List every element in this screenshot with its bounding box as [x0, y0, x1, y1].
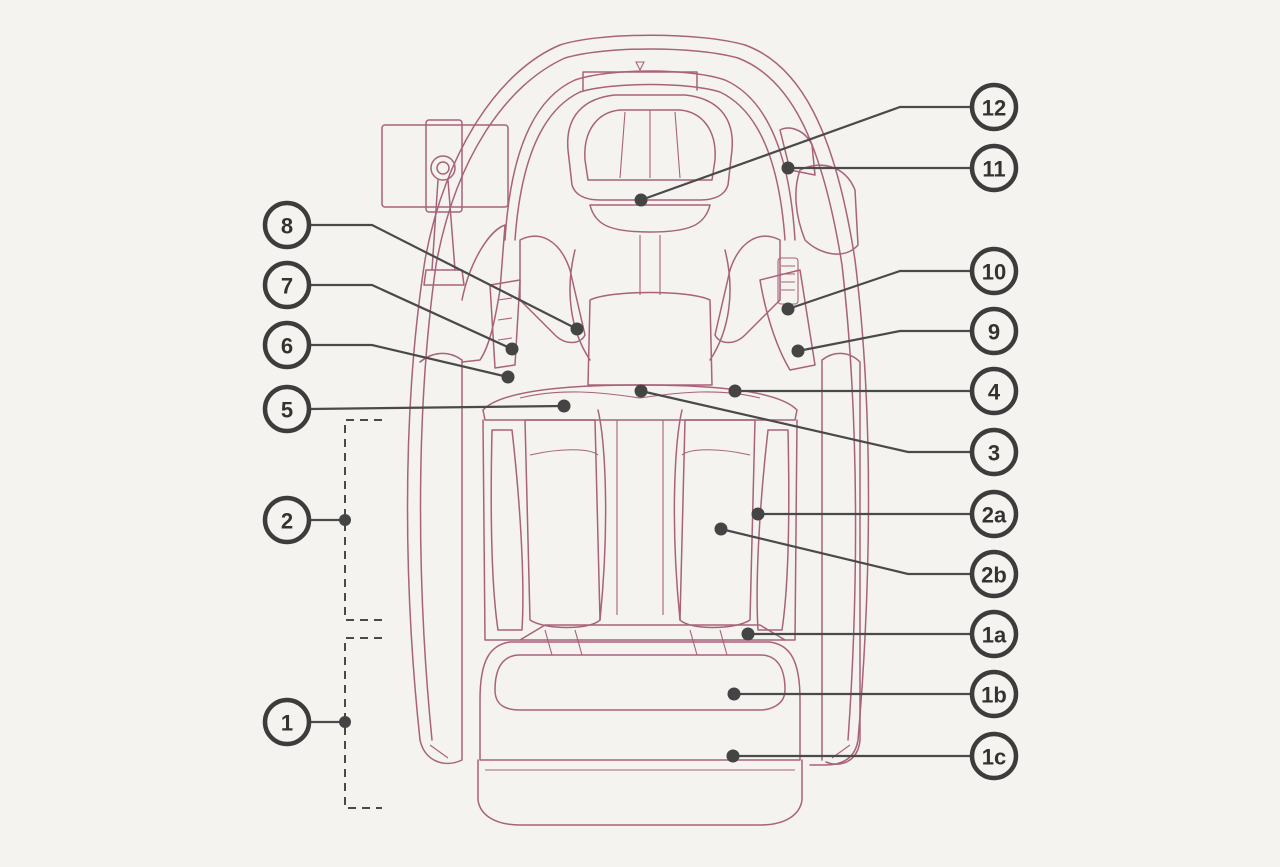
callout-badge-9: 9	[969, 306, 1019, 356]
group-bracket-1	[308, 637, 382, 809]
badge-ring-3	[969, 427, 1019, 477]
leader-dot-8	[570, 322, 584, 336]
callout-badge-1: 1	[262, 697, 312, 747]
leader-dot-3	[634, 384, 648, 398]
leader-line-9	[797, 329, 972, 353]
leader-dot-2b	[714, 522, 728, 536]
badge-ring-2b	[969, 549, 1019, 599]
leader-line-7	[309, 283, 513, 351]
badge-ring-9	[969, 306, 1019, 356]
badge-label-12: 12	[982, 96, 1006, 121]
callout-badge-11: 11	[969, 143, 1019, 193]
badge-label-4: 4	[988, 380, 1001, 405]
group-bracket-2	[308, 419, 382, 621]
leader-dot-11	[781, 161, 795, 175]
leader-dot-4	[728, 384, 742, 398]
badge-label-6: 6	[281, 334, 293, 359]
callout-badge-2a: 2a	[969, 489, 1019, 539]
badge-ring-8	[262, 200, 312, 250]
leader-line-12	[640, 105, 972, 202]
badge-label-10: 10	[982, 260, 1006, 285]
badge-label-7: 7	[281, 274, 293, 299]
badge-ring-1a	[969, 609, 1019, 659]
leader-dot-9	[791, 344, 805, 358]
callout-badge-10: 10	[969, 246, 1019, 296]
badge-ring-11	[969, 143, 1019, 193]
leader-dot-2a	[751, 507, 765, 521]
badge-ring-5	[262, 384, 312, 434]
callout-badge-2b: 2b	[969, 549, 1019, 599]
badge-label-2b: 2b	[981, 563, 1007, 588]
leader-dot-5	[557, 399, 571, 413]
callout-badge-5: 5	[262, 384, 312, 434]
callout-badges: 12 11 10 9 8 7 6 5 4 3 2a 2b 1a 1b 1c 2 1	[262, 82, 1019, 781]
callout-badge-1b: 1b	[969, 669, 1019, 719]
leader-dot-1b	[727, 687, 741, 701]
badge-label-8: 8	[281, 214, 293, 239]
callout-badge-12: 12	[969, 82, 1019, 132]
badge-ring-7	[262, 260, 312, 310]
badge-label-9: 9	[988, 320, 1000, 345]
badge-ring-2a	[969, 489, 1019, 539]
callout-badge-4: 4	[969, 366, 1019, 416]
callout-badge-1a: 1a	[969, 609, 1019, 659]
leader-line-5	[308, 404, 565, 411]
leader-dot-6	[501, 370, 515, 384]
leader-dot-10	[781, 302, 795, 316]
badge-label-1: 1	[281, 711, 293, 736]
badge-label-5: 5	[281, 398, 293, 423]
badge-ring-1b	[969, 669, 1019, 719]
badge-ring-4	[969, 366, 1019, 416]
badge-ring-6	[262, 320, 312, 370]
callout-badge-2: 2	[262, 495, 312, 545]
callout-badge-3: 3	[969, 427, 1019, 477]
badge-label-1c: 1c	[982, 745, 1006, 770]
leader-dot-7	[505, 342, 519, 356]
badge-label-3: 3	[988, 441, 1000, 466]
badge-label-2: 2	[281, 509, 293, 534]
badge-label-2a: 2a	[982, 503, 1007, 528]
leader-line-6	[309, 343, 509, 379]
badge-ring-1	[262, 697, 312, 747]
badge-label-1b: 1b	[981, 683, 1007, 708]
leader-dot-1a	[741, 627, 755, 641]
leader-line-8	[309, 223, 578, 330]
massage-chair-illustration	[381, 34, 870, 826]
callout-badge-6: 6	[262, 320, 312, 370]
leader-line-2b	[720, 527, 972, 576]
leader-line-10	[787, 269, 972, 311]
badge-ring-1c	[969, 731, 1019, 781]
callout-badge-7: 7	[262, 260, 312, 310]
leader-dot-1c	[726, 749, 740, 763]
callout-leaders	[308, 105, 972, 763]
badge-ring-2	[262, 495, 312, 545]
badge-label-11: 11	[982, 157, 1005, 182]
leader-line-3	[640, 389, 972, 454]
badge-ring-12	[969, 82, 1019, 132]
callout-badge-8: 8	[262, 200, 312, 250]
leader-dot-12	[634, 193, 648, 207]
badge-label-1a: 1a	[982, 623, 1007, 648]
callout-badge-1c: 1c	[969, 731, 1019, 781]
badge-ring-10	[969, 246, 1019, 296]
